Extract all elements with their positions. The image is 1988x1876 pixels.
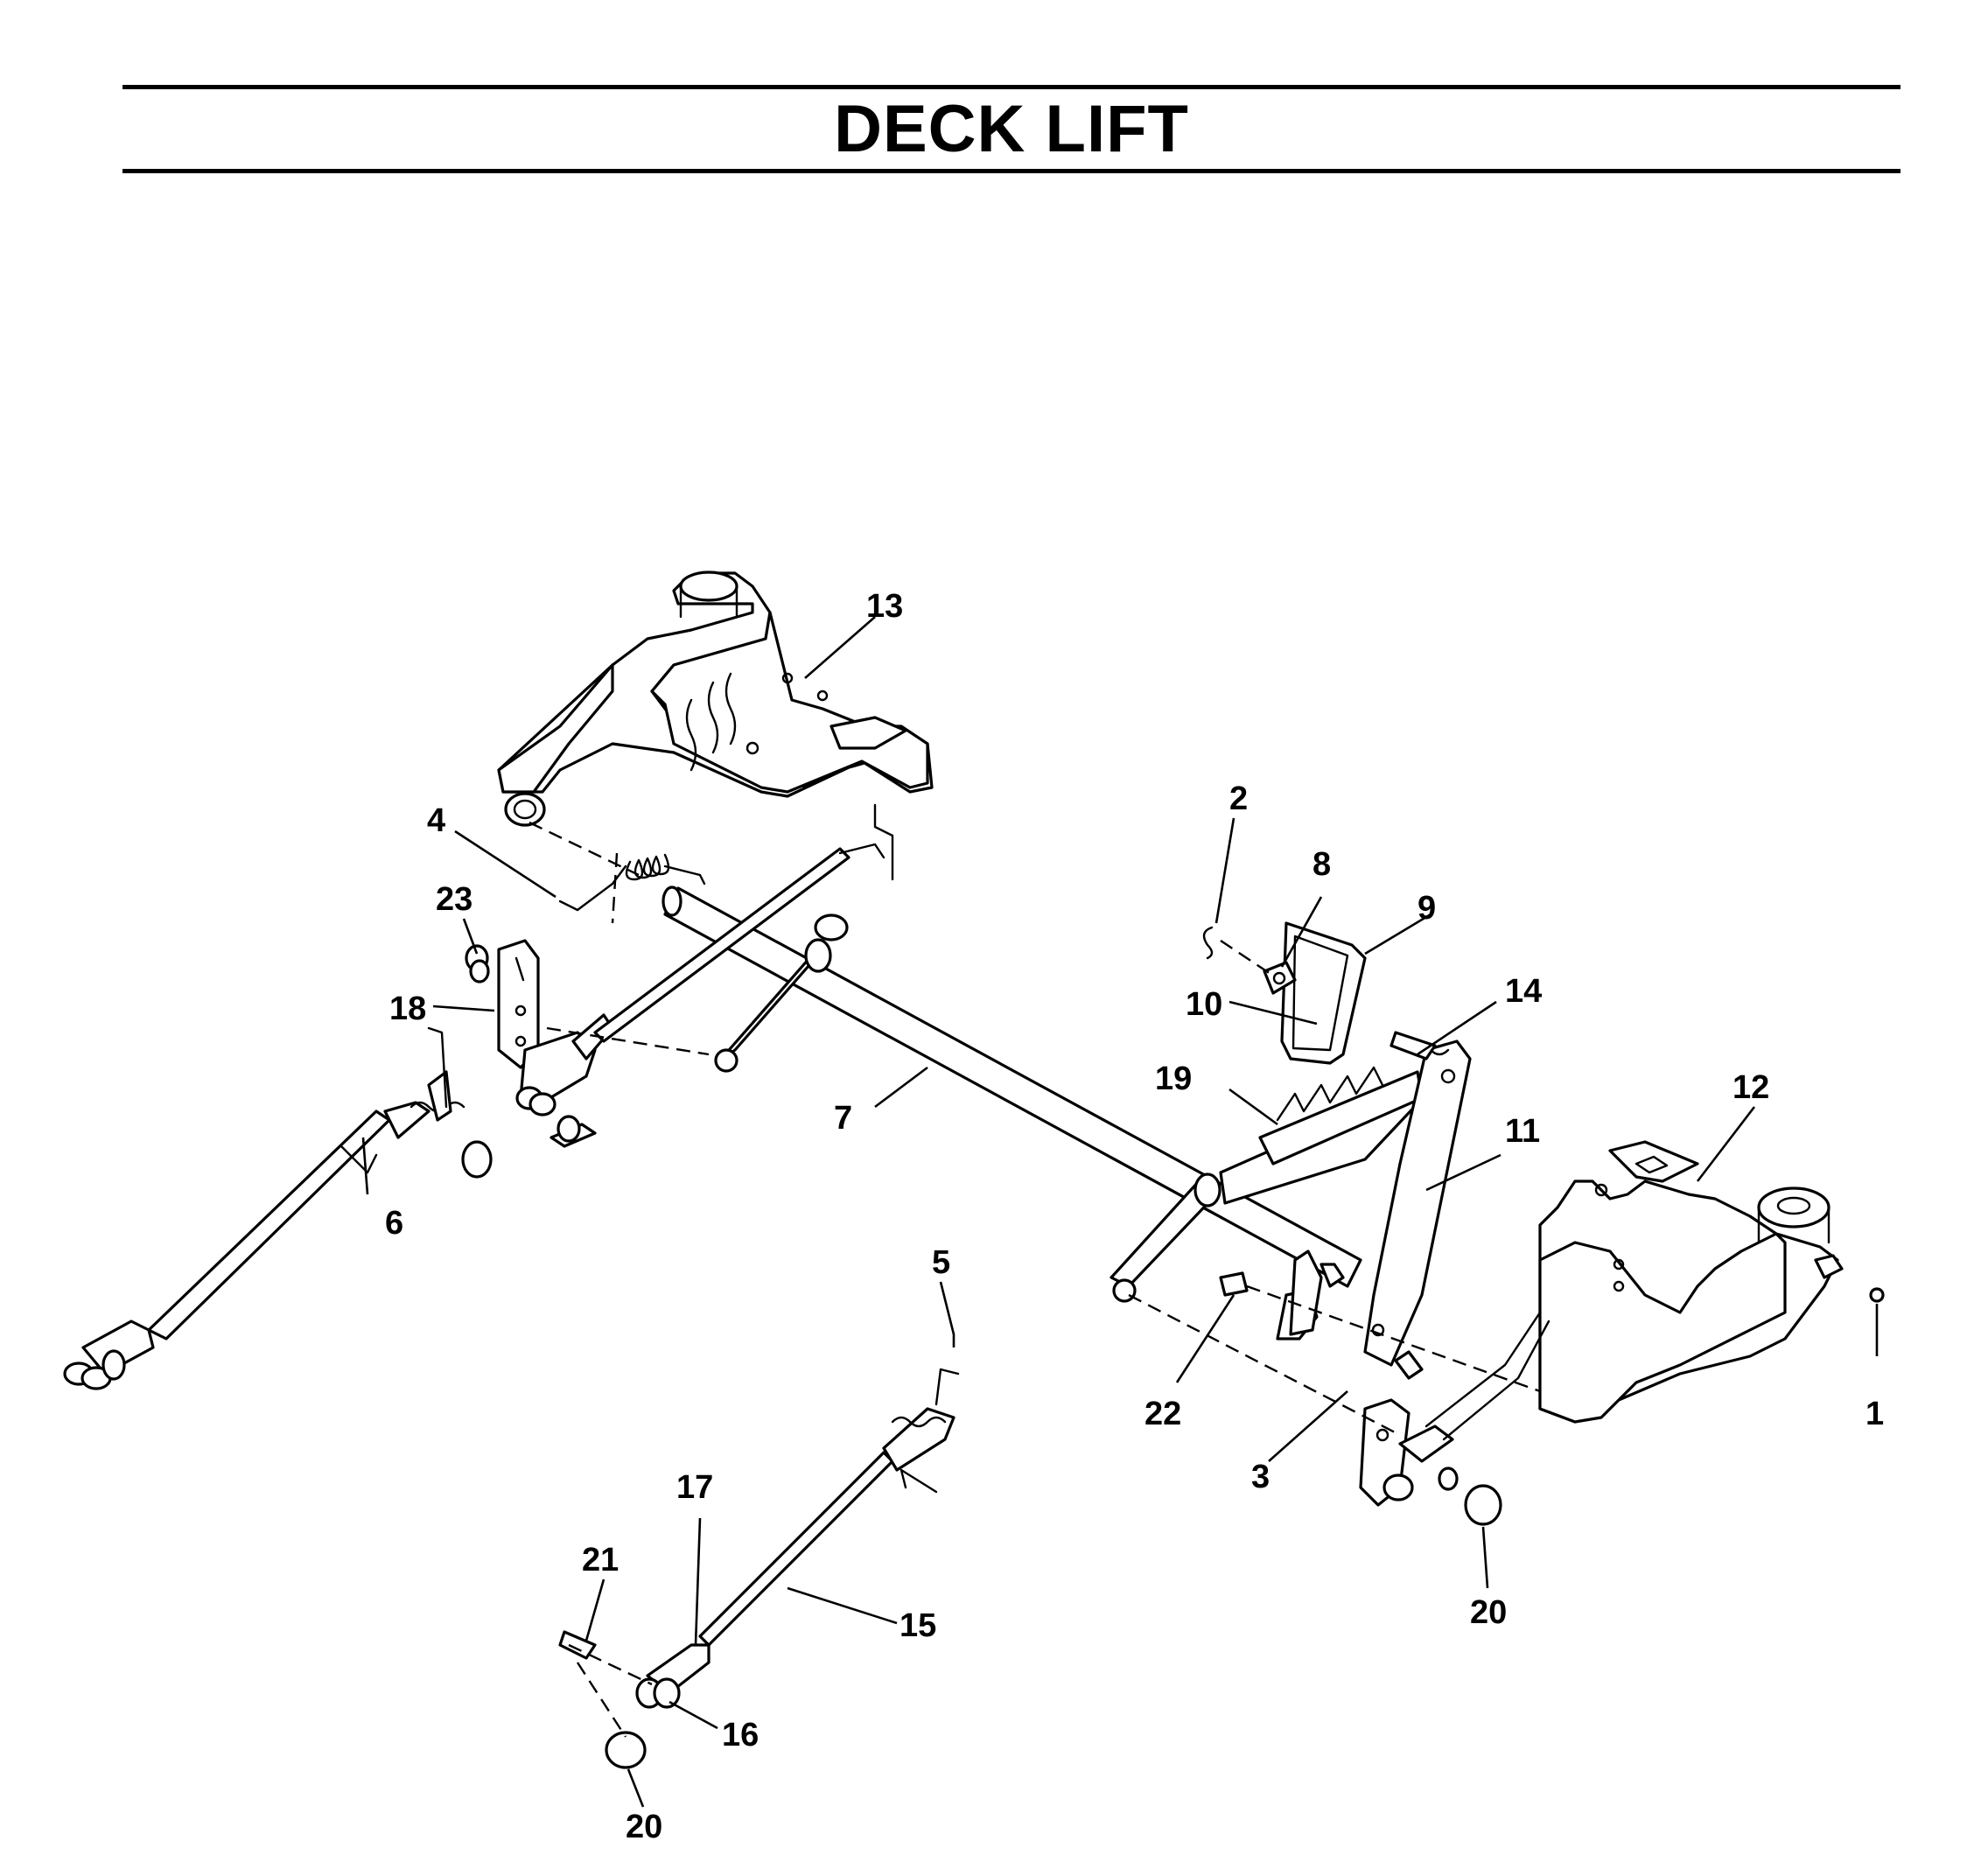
callout-1: 1 — [1866, 1396, 1884, 1432]
callout-22: 22 — [1144, 1396, 1181, 1432]
title-rule-top — [122, 85, 1900, 89]
callout-7: 7 — [834, 1100, 852, 1137]
callout-6: 6 — [385, 1205, 403, 1242]
callout-11: 11 — [1505, 1113, 1540, 1150]
retaining-rings — [469, 959, 1502, 1526]
callout-12: 12 — [1732, 1069, 1769, 1106]
cross-shaft — [662, 886, 1362, 1303]
callout-13: 13 — [866, 588, 903, 625]
right-lift-bracket — [1538, 1140, 1885, 1424]
title-rule-bottom — [122, 169, 1900, 173]
callout-16: 16 — [722, 1717, 759, 1754]
left-pivot-plate — [497, 939, 614, 1116]
right-lift-link — [558, 1368, 960, 1769]
left-lift-bracket — [497, 570, 934, 881]
callout-15: 15 — [900, 1607, 936, 1644]
callout-4: 4 — [427, 802, 445, 839]
callout-14: 14 — [1505, 973, 1542, 1010]
callout-23: 23 — [436, 881, 472, 918]
callout-21: 21 — [582, 1542, 619, 1578]
callout-17: 17 — [676, 1469, 713, 1506]
pedal-assembly — [1219, 921, 1472, 1367]
callout-2: 2 — [1229, 780, 1248, 817]
callout-18: 18 — [389, 990, 426, 1027]
callout-10: 10 — [1186, 986, 1222, 1023]
left-lift-link — [63, 1026, 466, 1390]
callout-3: 3 — [1251, 1459, 1270, 1495]
alignment-lines — [528, 821, 1541, 1738]
callout-9: 9 — [1418, 890, 1436, 927]
callout-20-right: 20 — [1470, 1594, 1507, 1631]
leader-lines — [361, 616, 1879, 1808]
right-pivot-assembly — [1219, 1250, 1550, 1507]
left-torsion-spring — [558, 853, 706, 912]
page-title: DECK LIFT — [834, 92, 1189, 166]
callout-5: 5 — [932, 1244, 950, 1281]
callout-labels: 1 2 3 4 5 6 7 8 9 10 11 12 13 14 15 16 1… — [385, 588, 1884, 1845]
callout-20-bottom: 20 — [626, 1809, 662, 1845]
callout-19: 19 — [1155, 1060, 1192, 1097]
callout-8: 8 — [1312, 846, 1331, 883]
pedal-hardware — [1202, 926, 1297, 995]
